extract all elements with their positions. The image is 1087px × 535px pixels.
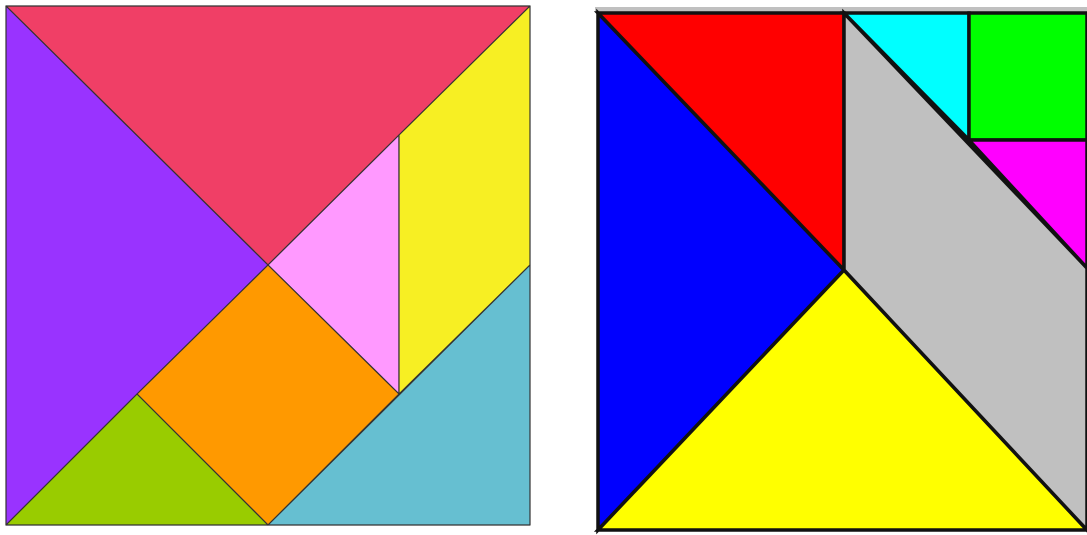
green-square xyxy=(969,13,1087,140)
